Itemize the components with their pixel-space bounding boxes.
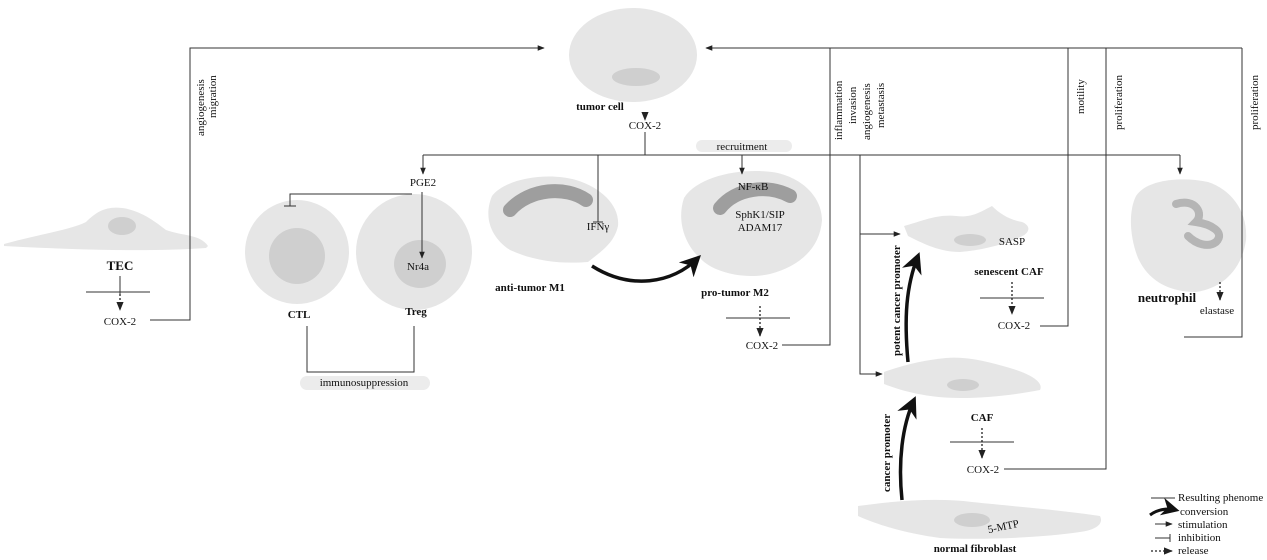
pro-tumor-m2-cell: [681, 171, 822, 277]
legend-conversion-label: conversion: [1180, 506, 1229, 518]
treg-cell: [356, 194, 472, 310]
ctl-label: CTL: [288, 309, 311, 321]
nr4a-label: Nr4a: [407, 261, 429, 273]
tec-to-tumor-line: [150, 45, 545, 321]
migration-label: migration: [207, 75, 219, 118]
tumor-cell-nucleus: [612, 68, 660, 86]
m2-cell-nucleus: [713, 182, 797, 215]
tec-label: TEC: [107, 258, 134, 273]
senescent-caf-nucleus: [954, 234, 986, 246]
proliferation-neutrophil-label: proliferation: [1249, 75, 1261, 130]
caf-cell-nucleus: [947, 379, 979, 391]
legend-conversion-arrow: [1149, 497, 1180, 517]
m1-cell-nucleus: [503, 184, 593, 217]
m2-cox2-label: COX-2: [746, 340, 778, 352]
sphk1-label: SphK1/SIP: [735, 209, 785, 221]
neutrophil-cell: [1130, 179, 1247, 292]
legend-release-label: release: [1178, 545, 1209, 557]
proliferation-caf-label: proliferation: [1113, 75, 1125, 130]
m2-feedback-line: [782, 48, 831, 346]
immunosuppression-shade: [300, 376, 430, 390]
anti-tumor-m1-label: anti-tumor M1: [495, 282, 565, 294]
tec-cell: [4, 207, 208, 251]
metastasis-label: metastasis: [875, 83, 887, 128]
tumor-cell: [569, 8, 697, 102]
inflammation-label: inflammation: [833, 80, 845, 140]
nfkb-label: NF-κB: [738, 181, 769, 193]
bus-to-caf-branch: [859, 155, 883, 377]
senescent-caf-label: senescent CAF: [974, 266, 1044, 278]
sasp-label: SASP: [999, 236, 1025, 248]
pro-tumor-m2-label: pro-tumor M2: [701, 287, 769, 299]
ctl-cell-nucleus: [269, 228, 325, 284]
recruitment-label: recruitment: [717, 141, 768, 153]
normal-fibroblast-cell: [858, 499, 1102, 539]
recruitment-shade: [696, 140, 792, 152]
legend-resulting-phenome-label: Resulting phenome: [1178, 492, 1263, 504]
caf-label: CAF: [971, 412, 994, 424]
senescent-caf-body: [904, 206, 1029, 252]
invasion-label: invasion: [847, 86, 859, 124]
motility-label: motility: [1075, 79, 1087, 114]
tec-cox2-label: COX-2: [104, 316, 136, 328]
adam17-label: ADAM17: [738, 222, 783, 234]
angiogenesis-right-label: angiogenesis: [861, 83, 873, 140]
cancer-promoter-label: cancer promoter: [881, 414, 893, 492]
senescent-caf-cox2-label: COX-2: [998, 320, 1030, 332]
legend: Resulting phenome conversion stimulation…: [1149, 492, 1263, 557]
fibroblast-to-caf-conversion-arrow: [897, 396, 917, 501]
caf-to-senescent-conversion-arrow: [902, 252, 922, 363]
elastase-label: elastase: [1200, 305, 1234, 317]
senescent-caf-cell: [904, 206, 1029, 252]
immunosuppression-label: immunosuppression: [320, 377, 409, 389]
legend-stimulation-label: stimulation: [1178, 519, 1228, 531]
tumor-cox2-label: COX-2: [629, 120, 661, 132]
m1-to-m2-conversion-arrow: [591, 255, 701, 283]
ifny-label: IFNγ: [587, 221, 610, 233]
pge2-label: PGE2: [410, 177, 436, 189]
legend-inhibition-label: inhibition: [1178, 532, 1221, 544]
anti-tumor-m1-cell: [488, 176, 619, 263]
neutrophil-feedback-line: [1184, 48, 1243, 338]
treg-label: Treg: [405, 306, 427, 318]
senescent-caf-feedback-line: [1040, 48, 1069, 327]
caf-cell: [884, 357, 1041, 398]
caf-cox2-label: COX-2: [967, 464, 999, 476]
immunosuppression-bracket: [306, 326, 415, 373]
neutrophil-label: neutrophil: [1138, 290, 1197, 305]
caf-cell-body: [884, 357, 1041, 398]
caf-feedback-line: [1004, 48, 1107, 470]
treg-cell-nucleus: [394, 240, 446, 288]
angiogenesis-label: angiogenesis: [195, 79, 207, 136]
tec-cell-body: [4, 207, 208, 251]
legend-inhibition-line: [1155, 534, 1171, 542]
normal-fibroblast-label: normal fibroblast: [934, 543, 1017, 555]
neutrophil-nucleus: [1172, 198, 1224, 249]
ctl-cell: [245, 200, 349, 304]
tec-cell-nucleus: [108, 217, 136, 235]
pge2-to-ctl-inhibition: [289, 193, 412, 206]
potent-cancer-promoter-label: potent cancer promoter: [891, 245, 903, 356]
tumor-cell-body: [569, 8, 697, 102]
normal-fibroblast-nucleus: [954, 513, 990, 527]
tumor-cell-label: tumor cell: [576, 101, 624, 113]
